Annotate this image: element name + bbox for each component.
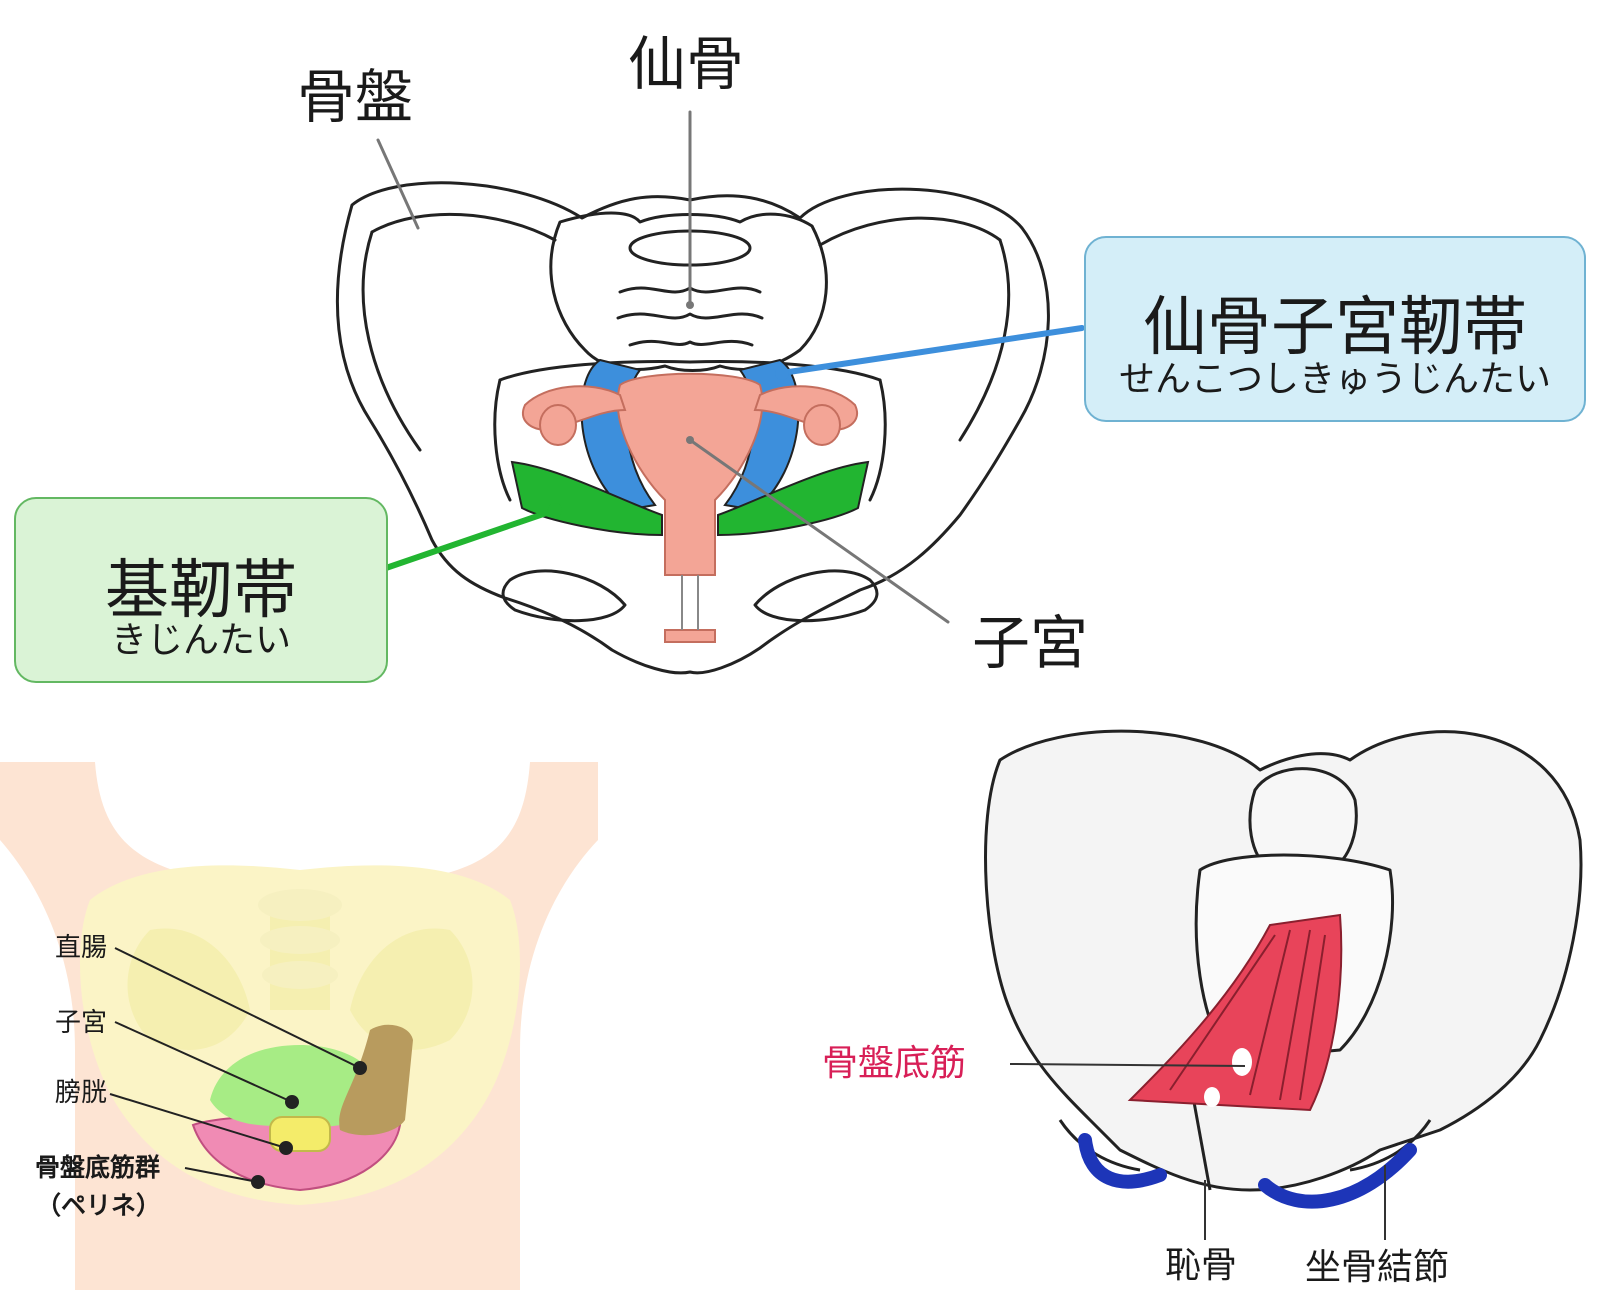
uterosacral-ligament-reading: せんこつしきゅうじんたい <box>1118 359 1551 400</box>
top-pelvis-diagram <box>335 181 1050 675</box>
cardinal-ligament-callout: 基靭帯 きじんたい <box>14 497 388 683</box>
bladder-label: 膀胱 <box>55 1078 108 1108</box>
ischial-tuberosity-shape <box>1078 1133 1417 1209</box>
pelvic-floor-muscle-label: 骨盤底筋 <box>822 1043 967 1084</box>
cardinal-ligament-shape <box>510 460 870 537</box>
right-leader-lines <box>1009 1063 1386 1240</box>
body-silhouette <box>0 762 598 1290</box>
rectum-label: 直腸 <box>55 933 108 963</box>
pelvic-organs <box>191 1024 413 1192</box>
pelvic-floor-muscle-shape <box>1127 913 1343 1112</box>
pelvis-label: 骨盤 <box>297 63 414 131</box>
top-leader-lines <box>376 110 1085 624</box>
pelvic-floor-group-label: 骨盤底筋群 <box>35 1153 161 1182</box>
left-uterus-label: 子宮 <box>55 1008 108 1038</box>
cardinal-ligament-reading: きじんたい <box>110 620 291 661</box>
uterosacral-ligament-callout: 仙骨子宮靭帯 せんこつしきゅうじんたい <box>1084 236 1586 422</box>
ischial-tuberosity-label: 坐骨結節 <box>1305 1247 1450 1288</box>
pelvis-outline <box>335 181 1050 675</box>
sacrum-outline <box>549 211 828 372</box>
left-leader-lines <box>109 947 367 1189</box>
uterosacral-ligament-title: 仙骨子宮靭帯 <box>1143 291 1527 365</box>
uterus-shape <box>522 372 858 643</box>
cardinal-ligament-title: 基靭帯 <box>105 554 297 628</box>
sacrum-label: 仙骨 <box>628 30 745 98</box>
uterus-label: 子宮 <box>972 609 1089 677</box>
perineum-label: （ペリネ） <box>36 1191 162 1220</box>
pubis-label: 恥骨 <box>1165 1245 1238 1286</box>
